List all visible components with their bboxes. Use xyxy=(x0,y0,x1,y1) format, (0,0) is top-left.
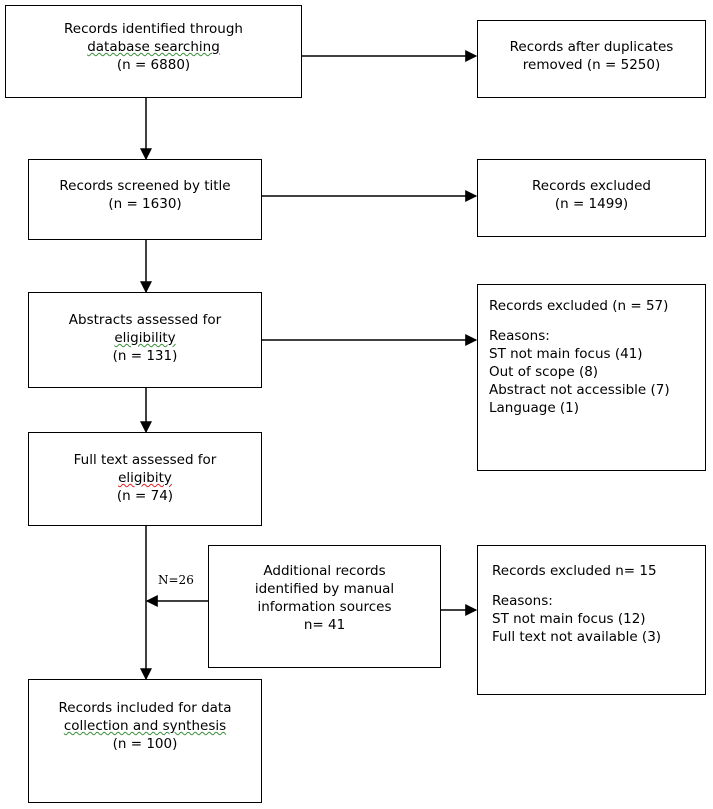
node-additional-records: Additional records identified by manual … xyxy=(208,545,441,668)
node-text: collection and synthesis xyxy=(63,718,227,734)
node-heading: Records excluded n= 15 xyxy=(492,563,657,579)
node-records-included: Records included for data collection and… xyxy=(28,679,262,803)
reason-item: Out of scope (8) xyxy=(489,364,599,380)
node-text: (n = 131) xyxy=(112,348,178,364)
node-text: Additional records xyxy=(263,563,386,579)
node-duplicates-removed: Records after duplicates removed (n = 52… xyxy=(477,20,706,98)
node-records-excluded-fulltext: Records excluded n= 15 Reasons: ST not m… xyxy=(477,545,706,695)
node-abstracts-assessed: Abstracts assessed for eligibility (n = … xyxy=(28,292,262,388)
reason-item: ST not main focus (12) xyxy=(492,611,646,627)
reason-item: ST not main focus (41) xyxy=(489,346,643,362)
node-text: information sources xyxy=(257,599,392,615)
node-text: Records included for data xyxy=(58,700,232,716)
node-text: eligibility xyxy=(114,330,176,346)
node-text: Records excluded xyxy=(532,178,651,194)
reason-item: Full text not available (3) xyxy=(492,629,662,645)
node-text: database searching xyxy=(87,39,220,55)
node-text: removed (n = 5250) xyxy=(522,57,661,73)
node-text: eligibity xyxy=(118,470,172,486)
node-text: n= 41 xyxy=(303,617,346,633)
reason-item: Abstract not accessible (7) xyxy=(489,382,670,398)
node-text: identified by manual xyxy=(254,581,395,597)
reason-item: Language (1) xyxy=(489,400,580,416)
node-records-excluded-title: Records excluded (n = 1499) xyxy=(477,159,706,237)
node-text: Records screened by title xyxy=(59,178,231,194)
node-text: Full text assessed for xyxy=(73,452,217,468)
node-text: (n = 74) xyxy=(116,488,174,504)
reasons-label: Reasons: xyxy=(489,328,550,344)
node-records-screened: Records screened by title (n = 1630) xyxy=(28,159,262,240)
node-heading: Records excluded (n = 57) xyxy=(489,298,669,314)
node-text: (n = 1499) xyxy=(554,196,629,212)
node-text: (n = 1630) xyxy=(108,196,182,212)
node-text: (n = 100) xyxy=(112,736,178,752)
node-text: (n = 6880) xyxy=(116,57,191,73)
node-records-excluded-abstracts: Records excluded (n = 57) Reasons: ST no… xyxy=(477,284,706,471)
reasons-label: Reasons: xyxy=(492,593,553,609)
node-records-identified: Records identified through database sear… xyxy=(5,5,302,98)
edge-label-n26: N=26 xyxy=(158,573,194,587)
node-text: Abstracts assessed for xyxy=(68,312,222,328)
node-fulltext-assessed: Full text assessed for eligibity (n = 74… xyxy=(28,432,262,526)
node-text: Records after duplicates xyxy=(509,39,674,55)
node-text: Records identified through xyxy=(64,21,243,37)
